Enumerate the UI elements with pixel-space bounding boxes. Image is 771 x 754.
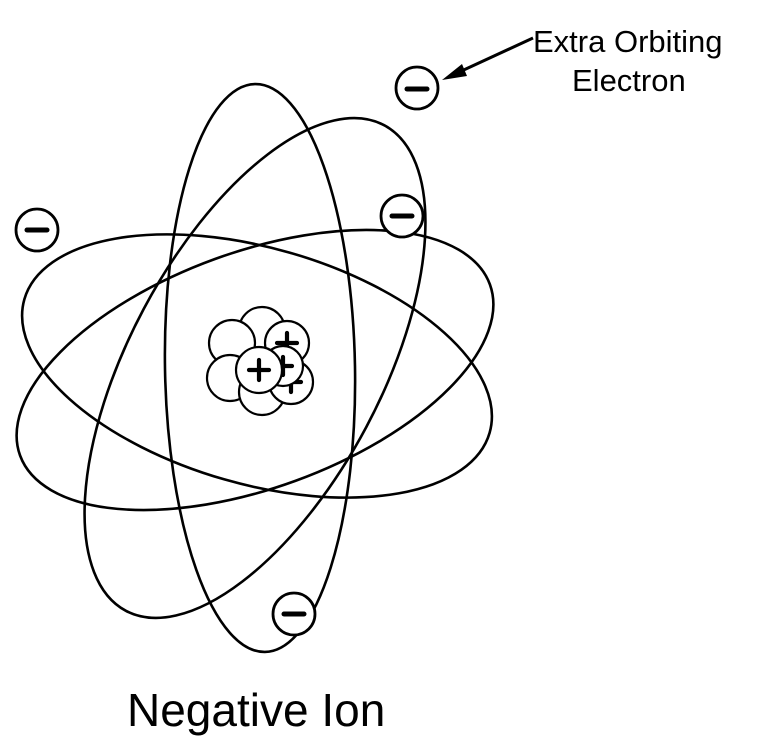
diagram-caption: Negative Ion — [127, 684, 385, 736]
callout-arrow — [442, 38, 533, 80]
callout-label-line1: Extra Orbiting — [533, 24, 723, 59]
electron-bottom — [273, 593, 315, 635]
electron-right — [381, 195, 423, 237]
proton — [236, 347, 282, 393]
electron-left — [16, 209, 58, 251]
callout-label-line2: Electron — [572, 63, 686, 98]
electron-top — [396, 67, 438, 109]
nucleus — [207, 307, 313, 415]
